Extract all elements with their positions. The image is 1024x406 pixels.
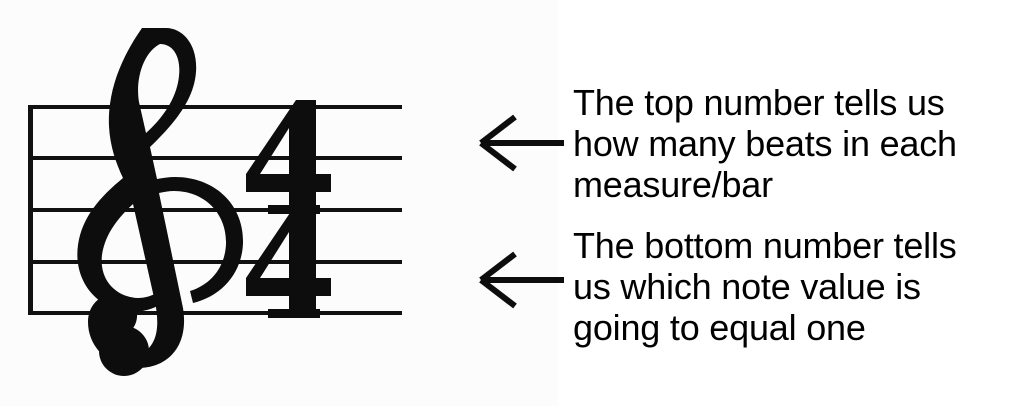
arrow-bottom-head-upper bbox=[479, 251, 517, 283]
arrow-top-head-lower bbox=[479, 140, 517, 172]
arrow-left-top bbox=[479, 114, 564, 172]
treble-clef-icon bbox=[77, 28, 244, 376]
staff-barline-left bbox=[28, 105, 33, 315]
arrow-bottom-head-lower bbox=[479, 277, 517, 309]
staff-image-panel bbox=[28, 28, 402, 376]
staff-line-4 bbox=[28, 260, 402, 264]
annotation-bottom-number: The bottom number tells us which note va… bbox=[573, 225, 957, 348]
time-signature-bottom-number bbox=[246, 204, 331, 318]
arrow-left-bottom bbox=[479, 251, 564, 309]
staff-line-1 bbox=[28, 105, 402, 109]
staff-line-2 bbox=[28, 156, 402, 160]
music-staff bbox=[28, 28, 402, 376]
arrow-top-head-upper bbox=[479, 114, 517, 146]
staff-lines bbox=[28, 105, 402, 315]
treble-clef-dot bbox=[99, 326, 149, 376]
annotation-top-number: The top number tells us how many beats i… bbox=[573, 82, 957, 205]
staff-line-3 bbox=[28, 208, 402, 212]
time-signature-4-4 bbox=[246, 100, 331, 318]
staff-line-5 bbox=[28, 311, 402, 315]
